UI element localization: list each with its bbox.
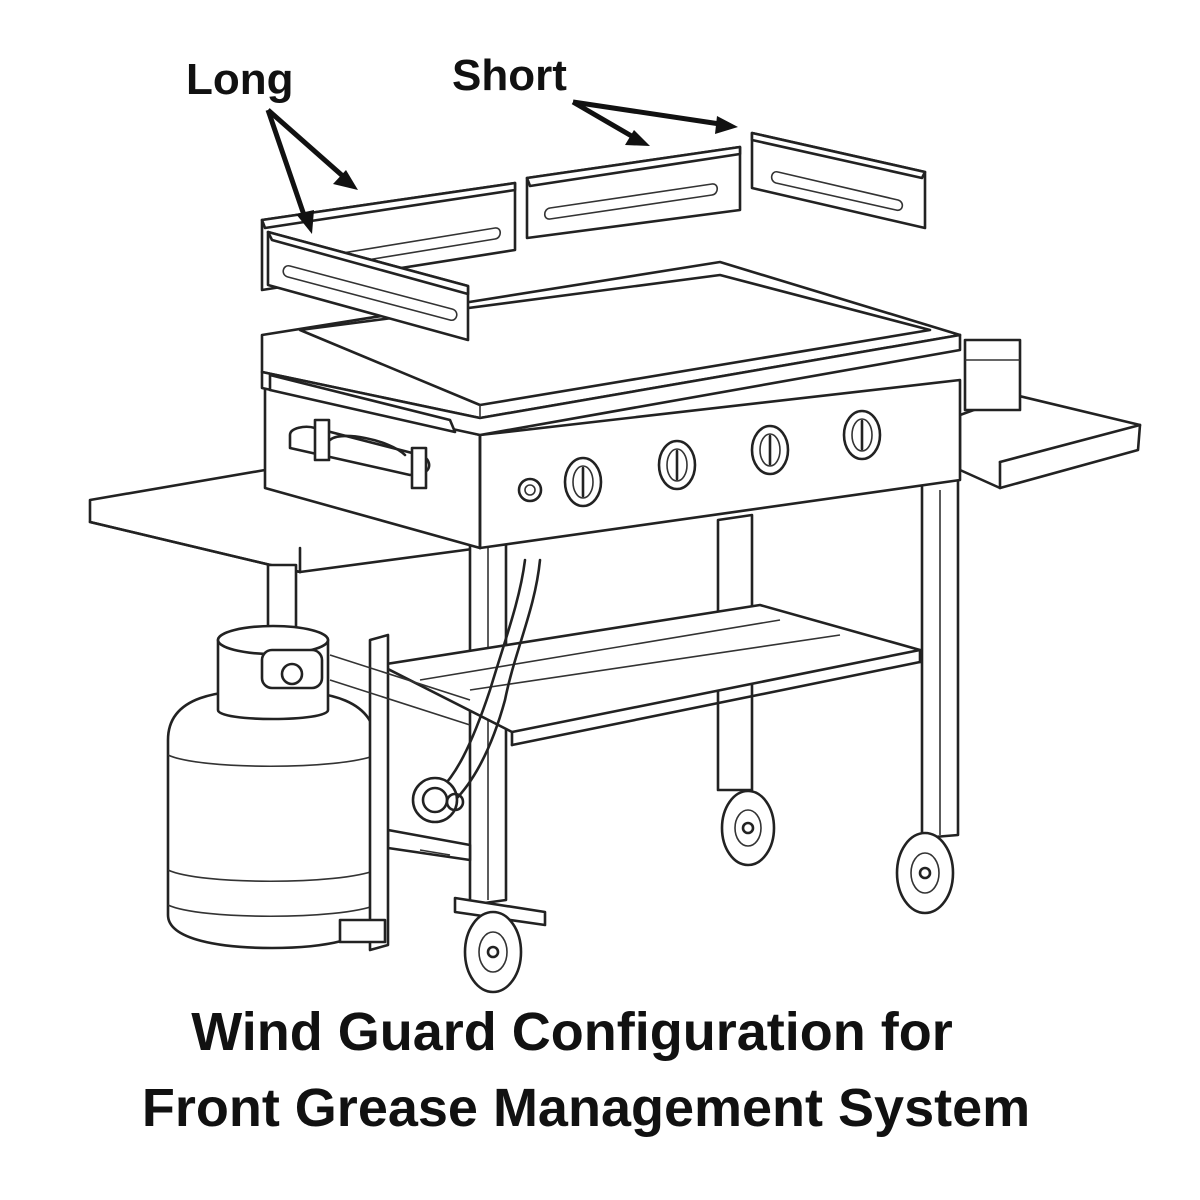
control-knob-icon	[750, 424, 790, 476]
wind-guard-side-long	[266, 230, 470, 342]
caster-wheel-icon	[720, 789, 776, 867]
propane-tank	[166, 624, 471, 952]
gas-hose	[411, 558, 542, 824]
wind-guard-short-right	[750, 131, 927, 230]
label-long: Long	[186, 55, 294, 104]
callout-arrows	[265, 99, 738, 234]
label-short: Short	[452, 51, 567, 100]
control-knobs	[517, 409, 882, 508]
control-knob-icon	[842, 409, 882, 461]
arrow-short-left	[571, 99, 650, 146]
control-knob-icon	[657, 439, 697, 491]
arrow-long-side	[265, 109, 314, 234]
side-handle	[288, 418, 431, 490]
wind-guard-short-left	[525, 145, 742, 240]
caption-line-1: Wind Guard Configuration for	[191, 1002, 953, 1062]
griddle-top	[260, 260, 1022, 437]
igniter-button-icon	[517, 477, 543, 503]
caster-wheel-icon	[895, 831, 955, 915]
control-knob-icon	[563, 456, 603, 508]
caption-line-2: Front Grease Management System	[141, 1078, 1031, 1138]
caster-wheel-icon	[453, 896, 547, 994]
arrow-long-back	[266, 108, 358, 190]
arrow-short-right	[572, 99, 738, 134]
